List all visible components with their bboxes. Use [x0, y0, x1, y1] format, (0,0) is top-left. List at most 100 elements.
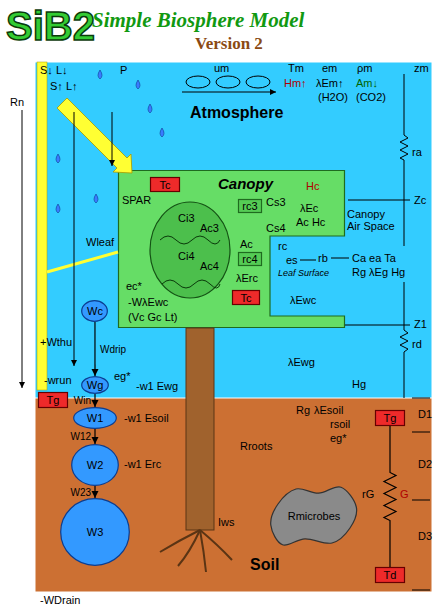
variable-label: D1 [418, 408, 432, 420]
node-label: Tc [241, 292, 252, 304]
variable-label: Ac3 [200, 222, 219, 234]
variable-label: Zc [414, 194, 426, 206]
variable-label: SPAR [122, 194, 151, 206]
variable-label: Hm↑ [284, 77, 307, 89]
variable-label: Rg [296, 404, 310, 416]
variable-label: Hc [306, 180, 319, 192]
roots [160, 530, 232, 572]
variable-label: (H2O) [318, 91, 348, 103]
variable-label: Ci4 [178, 250, 195, 262]
node-label: Wc [87, 305, 103, 317]
node-label: Canopy [218, 175, 273, 192]
water-store: W2 [71, 444, 119, 486]
variable-label: ec* [126, 280, 142, 292]
rain-line [112, 112, 113, 166]
temperature-box-shape [376, 568, 405, 583]
flow-connector [94, 394, 95, 407]
tree-trunk [186, 328, 214, 530]
variable-label: -WλEwc [128, 296, 168, 308]
variable-label: Ca ea Ta [352, 252, 396, 264]
variable-label: Ac [240, 238, 253, 250]
node-label: W1 [87, 412, 104, 424]
variable-label: Rroots [240, 440, 272, 452]
flow-label: W12 [70, 431, 91, 442]
variable-label: rG [362, 488, 374, 500]
node-label: Soil [250, 556, 279, 574]
water-store-shape [82, 301, 108, 322]
microbe-blob: Rmicrobes [268, 485, 360, 547]
variable-label: S↓ L↓ [40, 64, 68, 76]
water-store-shape [72, 445, 119, 486]
node-label: rc3 [242, 200, 257, 212]
variable-label: λEsoil [314, 404, 343, 416]
water-store-shape [82, 377, 109, 394]
variable-label: Hg [352, 378, 366, 390]
variable-label: Wleaf [86, 236, 114, 248]
variable-label: -wrun [44, 374, 72, 386]
flow-connector [384, 426, 396, 567]
chloroplast-membranes [160, 236, 220, 288]
temperature-box: Td [375, 567, 405, 583]
flow-label: Win [74, 395, 91, 406]
node-label: Tg [384, 412, 397, 424]
variable-label: Leaf Surface [278, 268, 329, 278]
variable-label: um [214, 62, 229, 74]
variable-label: em [322, 62, 337, 74]
leaf-chloroplast [150, 202, 230, 298]
variable-label: -w1 Esoil [124, 412, 169, 424]
resistance-box-shape [239, 253, 262, 266]
flow-label: Wdrip [100, 344, 126, 355]
variable-label: Cs3 [266, 196, 286, 208]
variable-label: S↑ L↑ [50, 80, 78, 92]
variable-label: Tm [288, 62, 304, 74]
variable-label: rsoil [330, 418, 350, 430]
water-store: Wc [81, 300, 108, 322]
temperature-box: Tc [232, 290, 260, 305]
variable-label: Iws [218, 516, 235, 528]
microbe-blob-shape [271, 487, 357, 545]
flow-label: W23 [70, 487, 91, 498]
variable-label: (CO2) [356, 91, 386, 103]
variable-label: λEc [300, 202, 318, 214]
water-store-shape [74, 408, 117, 429]
flow-connector [94, 486, 95, 498]
water-store: W3 [60, 498, 130, 566]
variable-label: λEwg [288, 356, 315, 368]
temperature-box: Tc [150, 177, 180, 192]
variable-label: D3 [418, 530, 432, 542]
logo-text: SiB2 [6, 4, 95, 48]
variable-label: rb [318, 252, 328, 264]
node-label: Wg [87, 379, 104, 391]
diagram-title: Simple Biosphere Model [92, 8, 304, 32]
soil-layer-ticks [412, 398, 430, 590]
node-label: Tg [47, 394, 60, 406]
variable-label: Z1 [414, 318, 427, 330]
node-label: Tc [160, 179, 171, 191]
variable-label: Ac Hc [296, 216, 325, 228]
water-store-shape [61, 499, 130, 566]
variable-label: D2 [418, 458, 432, 470]
variable-label: λEm↑ [316, 77, 344, 89]
variable-label: (Vc Gc Lt) [128, 311, 178, 323]
throughfall-line [74, 112, 75, 366]
resistance-box-shape [239, 200, 262, 213]
variable-label: -w1 Erc [124, 458, 161, 470]
variable-label: ρm [357, 62, 372, 74]
node-label: rc4 [242, 253, 257, 265]
version-text: Version 2 [195, 34, 263, 54]
variable-label: +Wthu [40, 336, 72, 348]
water-store: W1 [73, 407, 117, 429]
variable-label: Am↓ [356, 77, 378, 89]
variable-label: Ac4 [200, 260, 219, 272]
par-beam [57, 98, 132, 173]
variable-label: ra [412, 146, 422, 158]
temperature-box-shape [151, 178, 180, 192]
aerodynamic-resistance [300, 74, 410, 398]
resistance-box: rc4 [238, 252, 262, 266]
temperature-box-shape [233, 291, 260, 305]
node-label: W2 [87, 459, 104, 471]
variable-label: es [286, 254, 298, 266]
variable-label: rc [278, 240, 287, 252]
